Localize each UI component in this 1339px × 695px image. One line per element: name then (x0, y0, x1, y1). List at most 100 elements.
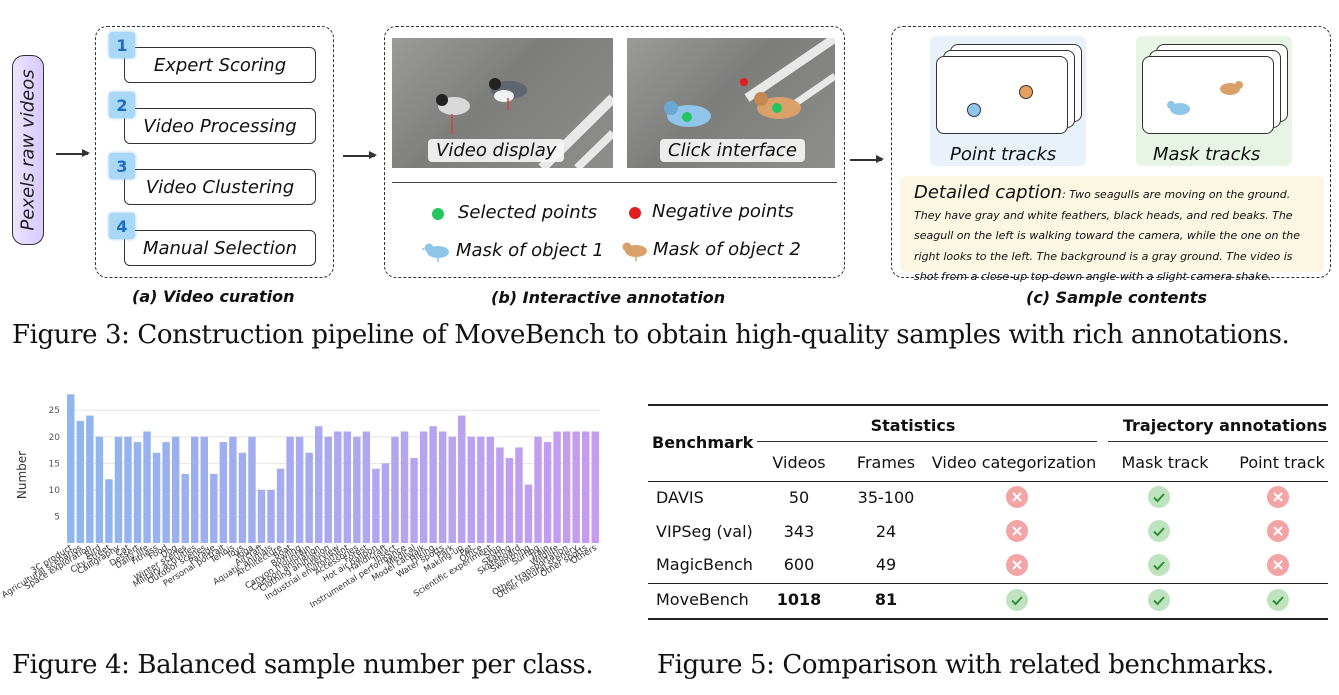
step-video-clustering: Video Clustering (124, 169, 316, 205)
bar (238, 452, 247, 543)
bar (505, 458, 514, 543)
pexels-source-box: Pexels raw videos (12, 55, 44, 245)
bar (152, 452, 161, 543)
bar (448, 436, 456, 543)
mask-track-blue-bird (1167, 101, 1190, 115)
negative-point-icon (629, 207, 641, 219)
point-track-blue (967, 103, 981, 117)
bar (295, 436, 304, 543)
mask-tracks-group (1136, 36, 1292, 166)
bar (95, 436, 104, 543)
step-label: Manual Selection (142, 237, 298, 259)
step-number: 1 (109, 32, 135, 58)
click-interface-photo (664, 38, 835, 127)
bar (419, 431, 428, 543)
table-mid-rule (648, 583, 1328, 585)
bar (477, 436, 485, 543)
cross-icon (1006, 486, 1028, 508)
click-interface-label: Click interface (660, 139, 805, 162)
bar (162, 442, 170, 543)
row-frames: 49 (875, 555, 897, 574)
detailed-caption-text: : Two seagulls are moving on the ground.… (914, 188, 1300, 283)
header-statistics: Statistics (870, 416, 956, 435)
bar (543, 442, 552, 543)
legend-negative-points: Negative points (652, 201, 794, 222)
header-categorization: Video categorization (931, 453, 1097, 472)
step-video-processing: Video Processing (124, 108, 316, 144)
bar (286, 436, 294, 543)
header-point-track: Point track (1239, 453, 1325, 472)
bar (438, 431, 447, 543)
bar (353, 436, 361, 543)
detailed-caption-box: Detailed caption: Two seagulls are movin… (900, 176, 1324, 283)
header-mask-track: Mask track (1121, 453, 1209, 472)
row-benchmark-name: VIPSeg (val) (656, 522, 753, 541)
arrow-source-to-curation (56, 150, 90, 156)
bar (458, 415, 466, 543)
subcaption-b: (b) Interactive annotation (491, 288, 726, 307)
row-videos: 50 (788, 488, 810, 507)
row-videos: 343 (783, 522, 815, 541)
bar (581, 431, 590, 543)
legend-mask-2: Mask of object 2 (653, 239, 801, 260)
row-benchmark-name: MagicBench (656, 555, 753, 574)
subcaption-a: (a) Video curation (132, 287, 295, 306)
row-benchmark-name: DAVIS (656, 488, 704, 507)
bar (324, 436, 332, 543)
figure4-caption: Figure 4: Balanced sample number per cla… (12, 650, 594, 680)
bar (467, 436, 475, 543)
step-number: 4 (109, 213, 135, 239)
bar (524, 484, 533, 543)
y-tick-label: 5 (54, 512, 60, 522)
bar (124, 436, 132, 543)
trajectory-underline (1108, 441, 1328, 443)
arrow-curation-to-annotation (343, 152, 377, 158)
bar (86, 415, 94, 543)
mask-track-orange-bird (1220, 81, 1243, 95)
statistics-underline (757, 441, 1097, 443)
row-frames: 81 (874, 590, 898, 609)
row-frames: 35-100 (857, 488, 915, 507)
point-tracks-label: Point tracks (950, 144, 1057, 165)
header-frames: Frames (856, 453, 916, 472)
bar (219, 442, 228, 543)
table-top-rule (648, 404, 1328, 406)
detailed-caption-body: Detailed caption: Two seagulls are movin… (914, 182, 1314, 286)
step-label: Video Processing (143, 115, 297, 137)
step-number: 3 (109, 153, 135, 179)
figure3-caption: Figure 3: Construction pipeline of MoveB… (12, 320, 1290, 350)
bar (181, 473, 189, 543)
check-icon (1148, 554, 1170, 576)
bar (562, 431, 571, 543)
bird-mask-1-icon (422, 243, 449, 262)
card-front (936, 56, 1068, 134)
bar (381, 463, 390, 543)
cross-icon (1267, 520, 1289, 542)
point-tracks-group (930, 36, 1086, 166)
bar (372, 468, 380, 543)
y-tick-label: 20 (49, 433, 61, 443)
bar (410, 458, 418, 543)
chart-y-axis-label: Number (15, 451, 29, 499)
pexels-source-label: Pexels raw videos (17, 69, 39, 231)
panel-interactive-annotation (384, 26, 845, 278)
bar (114, 436, 123, 543)
bar (334, 431, 342, 543)
table-bottom-rule (648, 618, 1328, 620)
bar (257, 489, 266, 543)
bird-mask-2-icon (622, 242, 647, 261)
check-icon (1148, 589, 1170, 611)
bar (553, 431, 561, 543)
annotation-divider (392, 182, 837, 184)
bar (210, 473, 218, 543)
bar (229, 436, 237, 543)
row-frames: 24 (875, 522, 897, 541)
step-manual-selection: Manual Selection (124, 230, 316, 266)
arrow-annotation-to-samples (850, 156, 884, 162)
bar (391, 436, 399, 543)
bar (314, 426, 323, 543)
card-front (1142, 56, 1274, 134)
